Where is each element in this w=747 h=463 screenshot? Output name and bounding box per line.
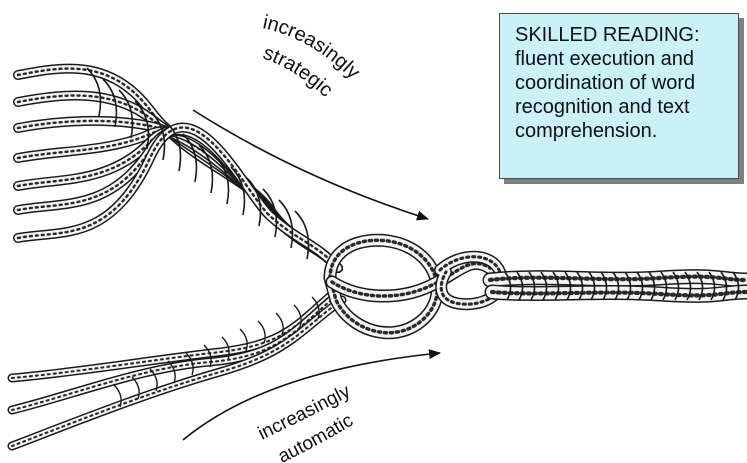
- skilled-reading-box: SKILLED READING: fluent execution and co…: [499, 13, 739, 179]
- upper-strands: [18, 68, 338, 268]
- lower-strand: [12, 296, 336, 410]
- loop-strand: [332, 263, 490, 296]
- rope-strand: [492, 292, 747, 295]
- info-box-line: SKILLED READING:: [515, 23, 728, 47]
- info-box-line: fluent execution and: [515, 47, 728, 71]
- upper-twist-mark: [119, 90, 133, 138]
- info-box-line: comprehension.: [515, 119, 728, 143]
- combined-rope: [330, 240, 747, 333]
- bottom-arrow-icon: [183, 353, 440, 440]
- info-box-line: recognition and text: [515, 95, 728, 119]
- info-box-line: coordination of word: [515, 71, 728, 95]
- rope-strand: [490, 277, 747, 280]
